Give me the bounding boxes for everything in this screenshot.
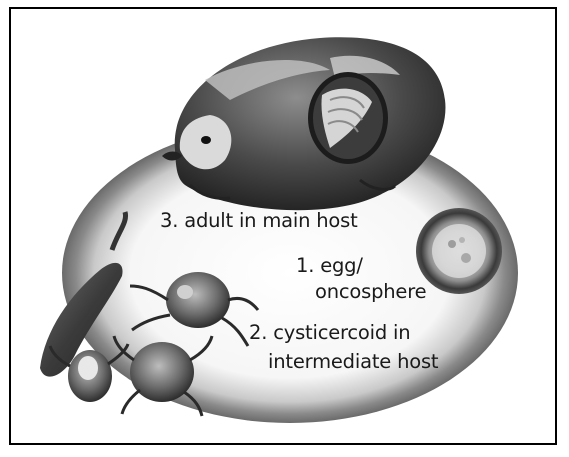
stage-cysticercoid-label-line1: 2. cysticercoid in [249,323,410,343]
stage-adult-label: 3. adult in main host [160,211,358,231]
stage-egg-label-line1: 1. egg/ [296,256,363,276]
tapeworm-inset-illustration [308,72,388,164]
stage-egg-label-line2: oncosphere [315,282,426,302]
stage-cysticercoid-label-line2: intermediate host [268,352,438,372]
egg-oncosphere-illustration [416,208,502,294]
